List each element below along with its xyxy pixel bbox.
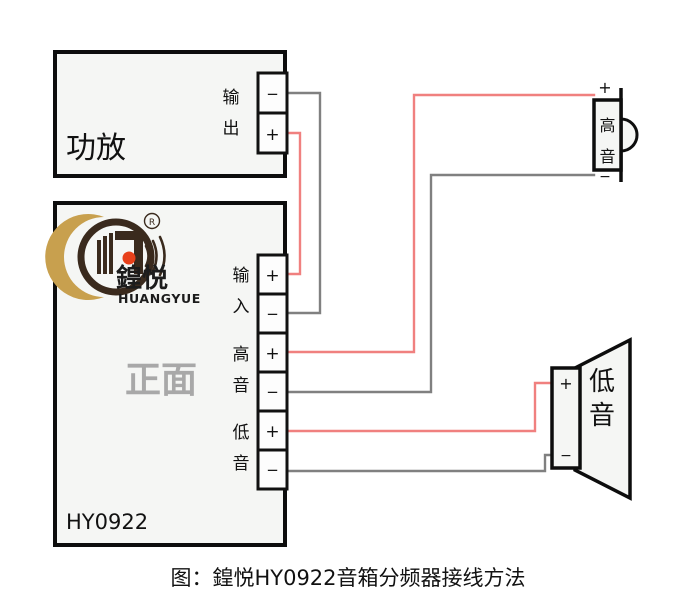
crossover-model-label: HY0922 bbox=[66, 510, 148, 534]
tweeter-unit: 高 音 + − bbox=[592, 78, 639, 185]
woofer-body bbox=[550, 366, 582, 470]
logo-trademark-symbol: R bbox=[149, 218, 155, 228]
crossover-terminal-treble-negative-sign: − bbox=[266, 383, 279, 401]
crossover-terminal-bass-positive-sign: + bbox=[265, 422, 279, 442]
wire-bass-positive-to-woofer-positive bbox=[285, 381, 558, 433]
crossover-terminal-input-negative-sign: − bbox=[266, 305, 279, 323]
tweeter-terminal-positive-sign: + bbox=[598, 78, 611, 97]
amplifier-terminal-block: − + bbox=[256, 71, 289, 155]
amplifier-body bbox=[53, 50, 287, 178]
brand-logo: R 鍠悦 HUANGYUE bbox=[45, 212, 201, 306]
wire-group bbox=[285, 91, 596, 473]
amplifier-unit: 功放 输 出 − + bbox=[53, 50, 289, 178]
wire-bass-negative-to-woofer-negative bbox=[285, 453, 558, 473]
woofer-terminal-positive-sign: + bbox=[559, 374, 572, 393]
crossover-terminal-treble-positive[interactable] bbox=[256, 331, 289, 374]
tweeter-name-char-1: 高 bbox=[599, 116, 615, 135]
amplifier-terminal-positive-sign: + bbox=[265, 125, 279, 145]
tweeter-terminal-negative-sign: − bbox=[599, 169, 611, 185]
crossover-terminal-input-positive[interactable] bbox=[256, 253, 289, 296]
amplifier-port-label-char-2: 出 bbox=[223, 119, 240, 139]
wire-amp-positive-to-input-positive bbox=[285, 131, 302, 276]
woofer-unit: 低 音 + − bbox=[550, 337, 632, 501]
crossover-group-treble-char-1: 高 bbox=[233, 345, 250, 365]
crossover-group-labels: 输 入 高 音 低 音 bbox=[233, 266, 250, 474]
diagram-caption: 图：鍠悦HY0922音箱分频器接线方法 bbox=[170, 566, 525, 590]
crossover-group-input-char-1: 输 bbox=[233, 266, 250, 286]
crossover-terminal-treble-positive-sign: + bbox=[265, 344, 279, 364]
woofer-name-char-1: 低 bbox=[589, 367, 615, 397]
tweeter-dome-icon bbox=[619, 117, 639, 153]
logo-trademark-ring-icon bbox=[143, 212, 161, 230]
crossover-body bbox=[53, 201, 287, 547]
wire-treble-positive-to-tweeter-positive bbox=[285, 93, 596, 354]
crossover-terminal-bass-negative-sign: − bbox=[266, 461, 279, 479]
amplifier-port-label-char-1: 输 bbox=[223, 88, 240, 108]
woofer-name-char-2: 音 bbox=[589, 401, 615, 431]
logo-soundwave-icon bbox=[144, 235, 166, 277]
logo-brand-name-en: HUANGYUE bbox=[118, 291, 201, 306]
crossover-face-label: 正面 bbox=[125, 360, 197, 401]
crossover-terminal-input-positive-sign: + bbox=[265, 266, 279, 286]
crossover-terminal-bass-positive[interactable] bbox=[256, 409, 289, 452]
amplifier-terminal-positive[interactable] bbox=[256, 111, 289, 155]
logo-gold-crescent-icon bbox=[45, 214, 104, 300]
logo-dark-ring-icon bbox=[77, 218, 155, 296]
tweeter-body bbox=[592, 98, 623, 172]
logo-brand-name-cn: 鍠悦 bbox=[116, 263, 168, 294]
logo-hook-icon bbox=[115, 231, 143, 274]
amplifier-title: 功放 bbox=[66, 131, 126, 166]
crossover-unit: R 鍠悦 HUANGYUE 正面 HY0922 输 入 高 音 低 音 bbox=[45, 201, 289, 547]
crossover-group-bass-char-2: 音 bbox=[233, 454, 250, 474]
wire-amp-negative-to-input-negative bbox=[285, 91, 322, 315]
logo-dot-icon bbox=[122, 251, 136, 265]
crossover-group-treble-char-2: 音 bbox=[233, 376, 250, 396]
wire-treble-negative-to-tweeter-negative bbox=[285, 173, 596, 394]
crossover-terminal-bass-negative[interactable] bbox=[256, 448, 289, 491]
crossover-group-bass-char-1: 低 bbox=[233, 423, 250, 443]
amplifier-terminal-negative-sign: − bbox=[266, 85, 279, 103]
crossover-terminal-block: + − + − + − bbox=[256, 253, 289, 491]
logo-bars-icon bbox=[97, 233, 113, 274]
crossover-group-input-char-2: 入 bbox=[233, 297, 250, 317]
tweeter-name-char-2: 音 bbox=[599, 147, 615, 166]
woofer-terminal-negative-sign: − bbox=[560, 448, 572, 464]
